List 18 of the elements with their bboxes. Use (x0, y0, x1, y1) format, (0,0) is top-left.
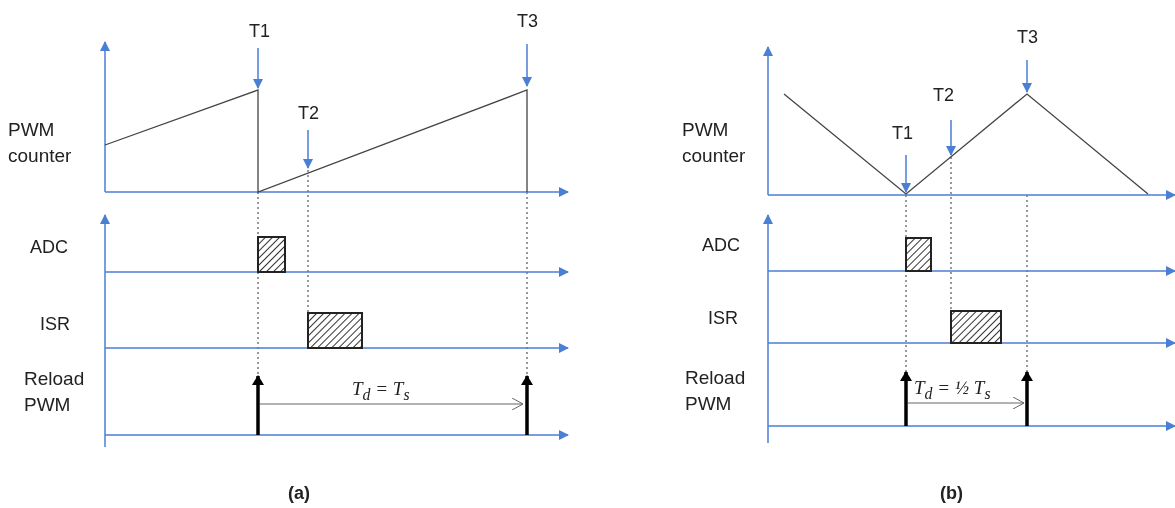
time-label: T3 (1017, 26, 1038, 48)
formula-label: T$_{d}$ = ½ T$_{s}$ (914, 377, 991, 404)
axis-label: ADC (702, 234, 740, 256)
axis-label: ISR (40, 313, 70, 335)
axis-label: ADC (30, 236, 68, 258)
panel-caption: (b) (940, 482, 963, 504)
formula-label: T$_{d}$ = T$_{s}$ (352, 378, 410, 405)
panel-caption: (a) (288, 482, 310, 504)
axis-label: PWM counter (8, 118, 73, 168)
axis-label: Reload PWM (685, 366, 747, 416)
axis-label: PWM counter (682, 118, 747, 168)
axis-label: ISR (708, 307, 738, 329)
time-label: T3 (517, 10, 538, 32)
time-label: T2 (933, 84, 954, 106)
axis-label: Reload PWM (24, 367, 86, 417)
time-label: T2 (298, 102, 319, 124)
time-label: T1 (892, 122, 913, 144)
time-label: T1 (249, 20, 270, 42)
